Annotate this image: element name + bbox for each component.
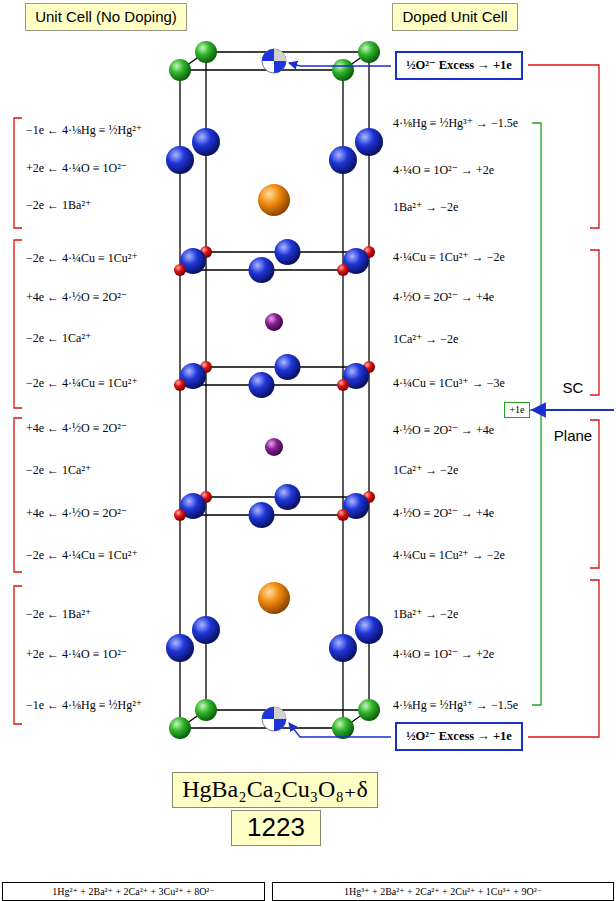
charge-count-label: 4·¼Cu ≡ 1Cu³⁺ → −3e <box>393 376 505 390</box>
excess-leaders <box>289 63 391 737</box>
charge-count-label: 4·½O ≡ 2O²⁻ → +4e <box>393 290 494 304</box>
atom-sphere <box>258 184 290 216</box>
charge-count-label: −2e ← 1Ca²⁺ <box>26 463 91 477</box>
charge-count-label: 4·⅛Hg ≡ ½Hg³⁺ → −1.5e <box>393 698 518 712</box>
right-brackets <box>528 65 599 737</box>
red-bracket <box>14 586 22 724</box>
charge-count-label: 4·½O ≡ 2O²⁻ → +4e <box>393 506 494 520</box>
charge-count-label: −1e ← 4·⅛Hg ≡ ½Hg²⁺ <box>26 698 142 712</box>
charge-count-label: −1e ← 4·⅛Hg ≡ ½Hg²⁺ <box>26 123 142 137</box>
atom-sphere <box>169 717 191 739</box>
atom-sphere <box>329 634 357 662</box>
red-bracket <box>528 65 599 228</box>
node-text: 1Hg²⁺ + 2Ba²⁺ + 2Ca²⁺ + 3Cu²⁺ + 8O²⁻ <box>52 886 214 898</box>
charge-count-label: +4e ← 4·½O ≡ 2O²⁻ <box>26 421 127 435</box>
atom-sphere <box>337 379 349 391</box>
callout-box: ½O²⁻ Excess → +1e <box>395 51 523 80</box>
charge-count-label: +4e ← 4·½O ≡ 2O²⁻ <box>26 506 127 520</box>
atom-sphere <box>174 264 186 276</box>
atom-sphere <box>195 41 217 63</box>
atom-sphere <box>337 264 349 276</box>
sc-plane-label: SC Plane <box>550 364 596 460</box>
red-bracket <box>14 118 22 228</box>
charge-count-label: −2e ← 1Ca²⁺ <box>26 331 91 345</box>
green-bracket <box>532 123 541 705</box>
atom-sphere <box>169 59 191 81</box>
atom-sphere <box>332 59 354 81</box>
charge-count-label: 1Ca²⁺ → −2e <box>393 463 458 477</box>
atom-sphere <box>258 582 290 614</box>
formula-box: HgBa₂Ca₂Cu₃O₈₊δ <box>172 772 378 808</box>
atom-sphere <box>337 509 349 521</box>
node-text: HgBa₂Ca₂Cu₃O₈₊δ <box>182 776 367 804</box>
charge-count-label: 4·¼Cu ≡ 1Cu²⁺ → −2e <box>393 548 505 562</box>
atom-sphere <box>174 379 186 391</box>
charge-count-label: +2e ← 4·¼O ≡ 1O²⁻ <box>26 161 127 175</box>
red-bracket <box>14 240 22 408</box>
atom-sphere <box>329 146 357 174</box>
charge-count-label: 4·½O ≡ 2O²⁻ → +4e <box>393 423 494 437</box>
atom-sphere <box>358 41 380 63</box>
left-brackets <box>14 118 22 724</box>
charge-count-label: 4·¼O ≡ 1O²⁻ → +2e <box>393 647 494 661</box>
leader-line <box>289 723 391 737</box>
charge-count-label: −2e ← 4·¼Cu ≡ 1Cu²⁺ <box>26 251 138 265</box>
atom-sphere <box>192 616 220 644</box>
leader-line <box>289 63 391 66</box>
excess-oxygen <box>262 707 286 731</box>
atom-sphere <box>249 502 275 528</box>
charge-count-label: 4·⅛Hg ≡ ½Hg³⁺ → −1.5e <box>393 116 518 130</box>
formula-sum-box: 1Hg³⁺ + 2Ba²⁺ + 2Ca²⁺ + 2Cu²⁺ + 1Cu³⁺ + … <box>272 882 614 901</box>
node-text: Unit Cell (No Doping) <box>35 8 177 25</box>
atom-sphere <box>275 484 301 510</box>
node-text: 1223 <box>247 813 305 843</box>
atom-sphere <box>265 438 283 456</box>
node-text: ½O²⁻ Excess → +1e <box>406 729 512 743</box>
charge-count-label: 1Ba²⁺ → −2e <box>393 607 458 621</box>
callout-box: +1e <box>504 402 530 418</box>
node-text: 1Hg³⁺ + 2Ba²⁺ + 2Ca²⁺ + 2Cu²⁺ + 1Cu³⁺ + … <box>344 886 542 898</box>
red-bracket <box>14 418 22 572</box>
formula-box: 1223 <box>231 810 321 846</box>
node-text: +1e <box>509 404 524 416</box>
charge-count-label: 4·¼O ≡ 1O²⁻ → +2e <box>393 163 494 177</box>
formula-sum-box: 1Hg²⁺ + 2Ba²⁺ + 2Ca²⁺ + 3Cu²⁺ + 8O²⁻ <box>2 882 265 901</box>
red-bracket <box>528 580 599 737</box>
atom-sphere <box>249 257 275 283</box>
atom-sphere <box>332 717 354 739</box>
atom-sphere <box>174 509 186 521</box>
atom-sphere <box>195 699 217 721</box>
charge-count-label: −2e ← 1Ba²⁺ <box>26 198 91 212</box>
callout-box: ½O²⁻ Excess → +1e <box>395 722 523 751</box>
atom-sphere <box>358 699 380 721</box>
atom-sphere <box>192 128 220 156</box>
charge-count-label: −2e ← 4·¼Cu ≡ 1Cu²⁺ <box>26 376 138 390</box>
atom-sphere <box>166 146 194 174</box>
red-bracket <box>590 250 599 395</box>
atom-sphere <box>355 128 383 156</box>
atom-sphere <box>275 239 301 265</box>
charge-count-label: 1Ca²⁺ → −2e <box>393 332 458 346</box>
header-box: Doped Unit Cell <box>392 3 518 31</box>
atom-sphere <box>265 313 283 331</box>
charge-count-label: +4e ← 4·½O ≡ 2O²⁻ <box>26 290 127 304</box>
charge-count-label: 1Ba²⁺ → −2e <box>393 200 458 214</box>
excess-oxygen <box>262 49 286 73</box>
charge-count-label: +2e ← 4·¼O ≡ 1O²⁻ <box>26 647 127 661</box>
atom-sphere <box>275 354 301 380</box>
charge-count-label: −2e ← 1Ba²⁺ <box>26 607 91 621</box>
charge-count-label: 4·¼Cu ≡ 1Cu²⁺ → −2e <box>393 250 505 264</box>
sc-plane-arrow <box>532 409 614 411</box>
atom-sphere <box>249 372 275 398</box>
charge-count-label: −2e ← 4·¼Cu ≡ 1Cu²⁺ <box>26 548 138 562</box>
node-text: Doped Unit Cell <box>402 8 507 25</box>
header-box: Unit Cell (No Doping) <box>25 3 187 31</box>
node-text: ½O²⁻ Excess → +1e <box>406 58 512 72</box>
atom-sphere <box>355 616 383 644</box>
atom-sphere <box>166 634 194 662</box>
